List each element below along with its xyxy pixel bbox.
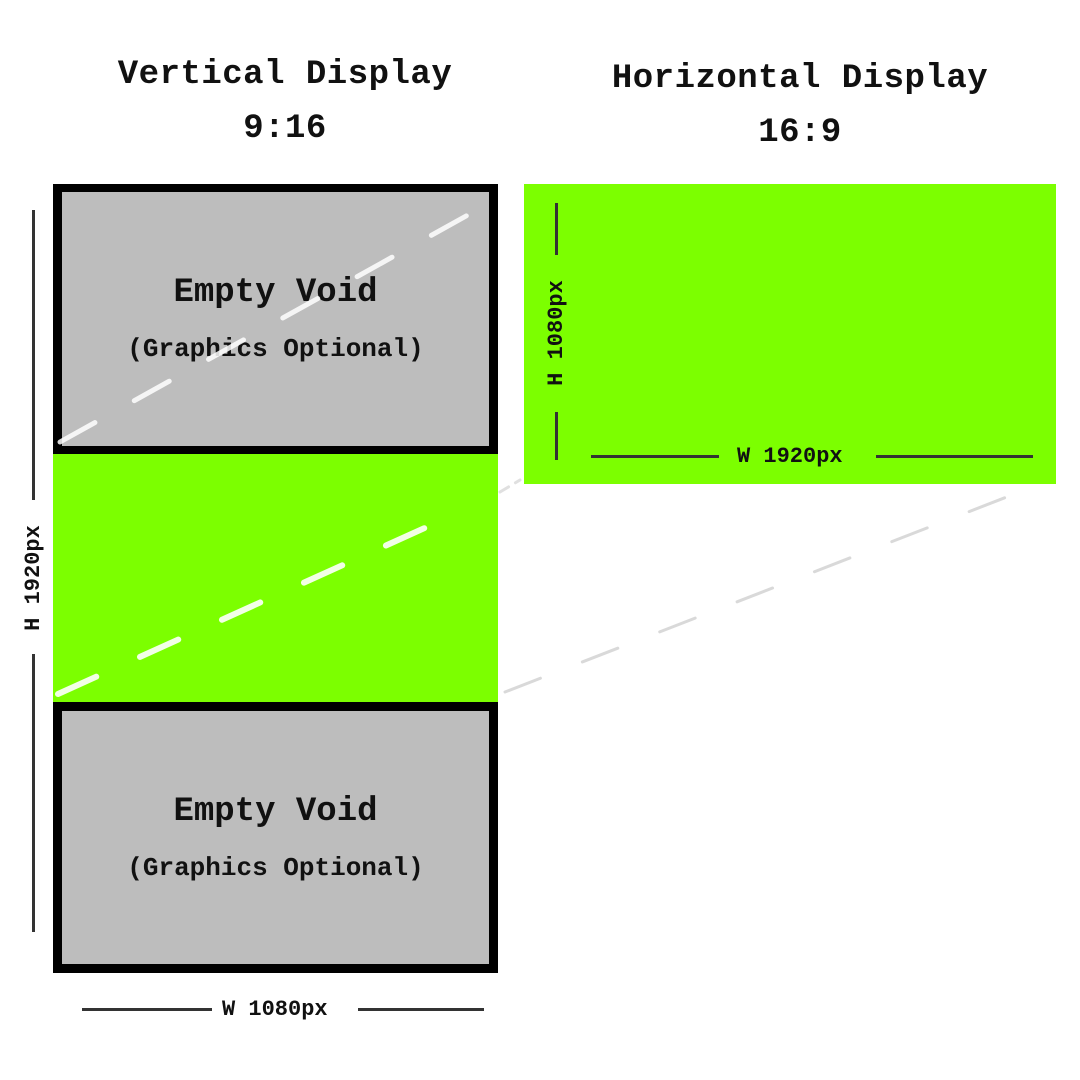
vertical-display-ratio: 9:16 — [243, 110, 327, 148]
bottom-void-title: Empty Void — [173, 792, 378, 831]
horizontal-display-ratio: 16:9 — [758, 114, 842, 152]
vertical-height-line-top — [32, 210, 35, 500]
top-void-title: Empty Void — [173, 274, 378, 312]
vertical-display-title: Vertical Display — [117, 56, 453, 94]
vertical-display-frame: Empty Void (Graphics Optional) Empty Voi… — [53, 184, 498, 973]
vertical-green-screen-band — [53, 454, 498, 702]
horizontal-display-title: Horizontal Display — [611, 60, 989, 98]
horizontal-height-line-top — [555, 203, 558, 255]
vertical-width-label: W 1080px — [222, 997, 328, 1022]
vertical-height-label: H 1920px — [21, 525, 46, 631]
projection-dash-lower — [55, 509, 463, 697]
vertical-width-line-left — [82, 1008, 212, 1011]
vertical-height-line-bottom — [32, 654, 35, 932]
horizontal-height-label: H 1080px — [544, 280, 569, 386]
horizontal-width-label: W 1920px — [737, 444, 843, 469]
top-empty-void: Empty Void (Graphics Optional) — [62, 192, 489, 446]
horizontal-width-line-left — [591, 455, 719, 458]
projection-dash-upper — [57, 183, 523, 445]
projection-dash-outer — [503, 484, 1037, 694]
top-void-subtitle: (Graphics Optional) — [127, 334, 424, 364]
bottom-empty-void: Empty Void (Graphics Optional) — [62, 711, 489, 964]
horizontal-green-screen — [524, 184, 1056, 484]
projection-dash-mid — [498, 478, 522, 494]
horizontal-width-line-right — [876, 455, 1033, 458]
vertical-display-heading: Vertical Display 9:16 — [85, 56, 485, 148]
horizontal-display-heading: Horizontal Display 16:9 — [580, 60, 1020, 152]
bottom-void-subtitle: (Graphics Optional) — [127, 852, 424, 883]
horizontal-height-line-bottom — [555, 412, 558, 460]
vertical-width-line-right — [358, 1008, 484, 1011]
